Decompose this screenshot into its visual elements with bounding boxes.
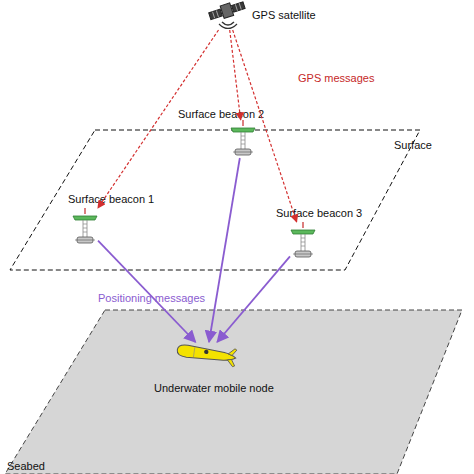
beacon-icon	[290, 222, 316, 260]
node-label: GPS satellite	[252, 9, 316, 22]
positioning-arrow	[209, 158, 240, 342]
gps-message-arrow	[233, 30, 297, 222]
node-label: Surface	[394, 139, 432, 152]
node-label: Surface beacon 2	[178, 108, 264, 121]
plane-region: Seabed Underwater mobile node	[5, 310, 463, 474]
device-node: GPS satellite	[210, 2, 246, 30]
satellite-icon	[210, 2, 246, 30]
gps-message-arrow	[230, 30, 241, 120]
node-label: Surface beacon 3	[276, 207, 362, 220]
node-label: Underwater mobile node	[154, 382, 274, 395]
node-label: Seabed	[7, 460, 45, 473]
device-node: Surface beacon 2	[230, 120, 256, 158]
beacon-icon	[72, 208, 98, 246]
signal-label: GPS messages	[298, 72, 374, 85]
node-label: Surface beacon 1	[68, 193, 154, 206]
device-node: Surface beacon 3	[290, 222, 316, 260]
beacon-icon	[230, 120, 256, 158]
device-node: Underwater mobile node	[174, 342, 240, 366]
device-node: Surface beacon 1	[72, 208, 98, 246]
plane-region: SurfaceSurface beacon 1Surface beacon 2S…	[10, 130, 422, 271]
positioning-arrow	[98, 241, 195, 342]
gps-message-arrow	[98, 30, 219, 208]
positioning-arrow	[217, 256, 290, 342]
auv-icon	[174, 342, 240, 366]
signal-label: Positioning messages	[98, 292, 205, 305]
